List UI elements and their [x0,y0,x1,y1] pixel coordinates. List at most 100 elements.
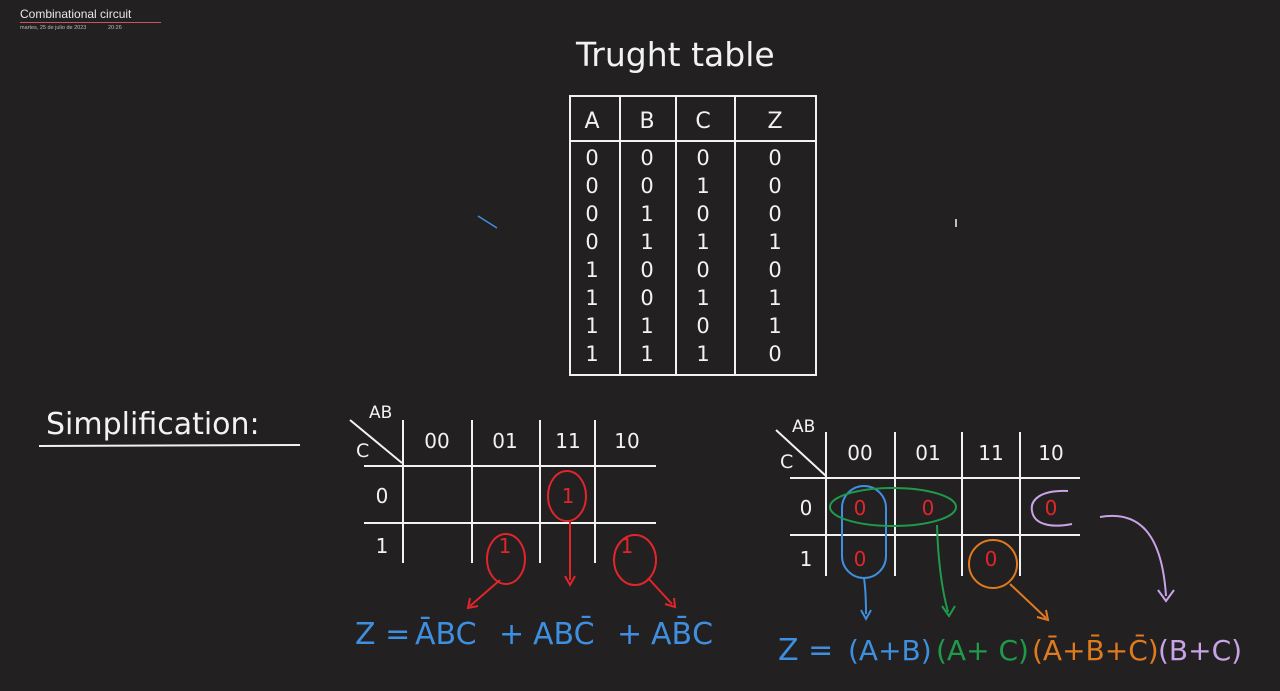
truth-table-cell: 1 [768,230,781,254]
kmap-col-label: 11 [555,429,580,453]
kmap-cell-value: 0 [854,496,867,520]
equation-term: ĀBC [415,616,477,652]
truth-table-header-cell: B [639,109,654,134]
kmap-cell-value: 1 [499,534,512,558]
page-date: martes, 25 de julio de 2023 [20,25,87,31]
kmap-cell-value: 0 [854,547,867,571]
group-circle [613,534,657,586]
kmap-left-equation: Z =ĀBC+ABC̄+AB̄C [355,616,713,652]
kmap-col-variable: AB [369,403,392,423]
truth-table-cell: 1 [585,342,598,366]
kmap-cell-value: 0 [985,547,998,571]
truth-table-heading: Trught table [575,35,775,74]
truth-table-header-cell: C [695,109,710,134]
kmap-left [349,419,656,563]
equation-term: (A+ C) [936,634,1029,667]
truth-table-cell: 1 [585,286,598,310]
arrow-lavender [1099,514,1167,597]
kmap-right [775,429,1080,576]
truth-table-cell: 0 [768,258,781,282]
kmap-col-label: 00 [424,429,449,453]
equation-term: AB̄C [651,616,713,652]
truth-table-cell: 0 [640,286,653,310]
kmap-col-label: 10 [1038,441,1063,465]
truth-table-cell: 1 [696,342,709,366]
kmap-col-label: 10 [614,429,639,453]
kmap-col-label: 01 [492,429,517,453]
kmap-cell-value: 0 [1045,496,1058,520]
truth-table-cell: 1 [768,286,781,310]
truth-table-cell: 0 [768,174,781,198]
truth-table-cell: 0 [585,146,598,170]
truth-table-cell: 0 [696,146,709,170]
truth-table [569,95,817,376]
truth-table-cell: 0 [696,314,709,338]
kmap-cell-value: 1 [562,484,575,508]
group-circle [486,533,526,585]
group-circle [547,470,587,522]
kmap-col-label: 00 [847,441,872,465]
kmap-col-label: 01 [915,441,940,465]
kmap-right-groups [829,485,1175,622]
equation-term: (B+C) [1158,634,1242,667]
truth-table-header-cell: A [584,109,599,134]
equation-term: (A+B) [848,634,932,667]
kmap-row-variable: C [780,451,793,473]
truth-table-header-cell: Z [767,109,782,134]
title-underline [20,22,161,23]
stray-mark [477,215,498,229]
truth-table-cell: 1 [585,314,598,338]
truth-table-cell: 0 [640,174,653,198]
truth-table-cell: 0 [696,202,709,226]
kmap-cell-value: 0 [922,496,935,520]
arrow-line [647,577,673,605]
kmap-right-equation: Z = (A+B)(A+ C)(Ā+B̄+C̄)(B+C) [778,633,1242,668]
truth-table-cell: 0 [585,230,598,254]
truth-table-cell: 1 [768,314,781,338]
page-time: 20:26 [108,25,122,31]
truth-table-cell: 0 [768,146,781,170]
kmap-row-variable: C [356,440,369,462]
truth-table-cell: 1 [640,202,653,226]
equation-term: (Ā+B̄+C̄) [1032,633,1159,667]
truth-table-cell: 1 [696,286,709,310]
arrow-blue [863,577,867,615]
kmap-col-variable: AB [792,417,815,437]
arrow-head [564,575,576,588]
kmap-row-label: 0 [800,496,813,520]
group-lavender [1030,489,1073,527]
equation-lhs: Z = [355,617,410,652]
group-green [829,487,957,527]
truth-table-cell: 0 [696,258,709,282]
page-title: Combinational circuit [20,7,132,21]
kmap-left-diagonal [349,419,403,464]
kmap-row-label: 0 [376,484,389,508]
kmap-left-groups [466,470,677,610]
arrow-head [664,597,677,609]
kmap-col-label: 11 [978,441,1003,465]
equation-term: ABC̄ [533,616,595,652]
truth-table-cell: 1 [585,258,598,282]
truth-table-border [569,95,817,376]
kmap-row-label: 1 [376,534,389,558]
truth-table-cell: 1 [696,174,709,198]
arrow-lavender-head [1157,589,1175,603]
arrow-green-head [941,605,956,618]
arrow-line [469,579,501,607]
truth-table-cell: 0 [640,146,653,170]
truth-table-cell: 0 [585,202,598,226]
truth-table-cell: 1 [640,230,653,254]
truth-table-cell: 1 [640,314,653,338]
arrow-orange-head [1036,609,1050,622]
arrow-orange [1009,583,1047,619]
equation-lhs: Z = [778,633,833,668]
truth-table-cell: 0 [768,202,781,226]
arrow-blue-head [860,609,872,622]
truth-table-cell: 1 [696,230,709,254]
simplification-underline [38,444,301,447]
kmap-row-label: 1 [800,547,813,571]
